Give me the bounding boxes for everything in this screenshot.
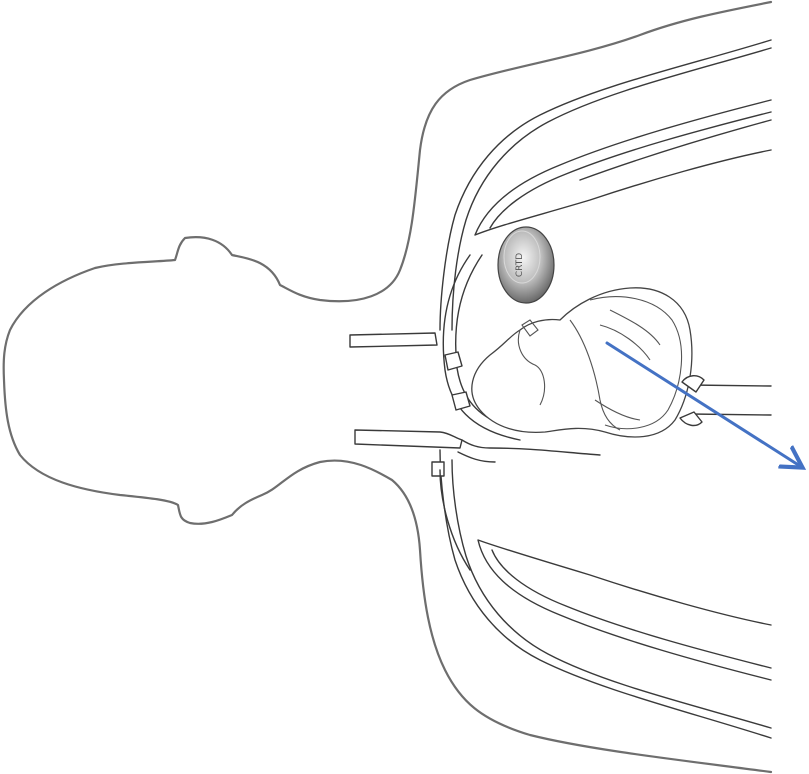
lower-lung-outer bbox=[440, 450, 771, 738]
lower-lung-lobe-inner bbox=[492, 550, 771, 668]
lower-branch-stub bbox=[432, 462, 444, 476]
lower-lung-lobe bbox=[478, 540, 771, 680]
lower-branch-vessel bbox=[462, 440, 600, 455]
upper-lung-outer bbox=[440, 40, 771, 330]
trunk-stub-2 bbox=[452, 392, 470, 410]
heart bbox=[472, 288, 692, 437]
heart-body bbox=[472, 288, 692, 437]
device-body bbox=[498, 227, 554, 303]
upper-lung-lobe-inner bbox=[490, 112, 771, 228]
neck-vessel-lower bbox=[355, 430, 462, 448]
trunk-stub-1 bbox=[445, 352, 462, 370]
neck-vessel-upper bbox=[350, 333, 437, 347]
device-label: CRTD bbox=[515, 253, 525, 277]
right-vessel-lower bbox=[690, 414, 771, 415]
lower-lung-inner bbox=[452, 460, 771, 728]
lower-branch-vessel-2 bbox=[458, 452, 495, 462]
upper-lung-lobe bbox=[475, 100, 771, 235]
right-vessel-upper bbox=[690, 385, 771, 386]
upper-lung-lobe-line bbox=[580, 120, 771, 180]
crtd-device: CRTD bbox=[498, 227, 554, 303]
upper-lung-inner bbox=[452, 48, 771, 330]
